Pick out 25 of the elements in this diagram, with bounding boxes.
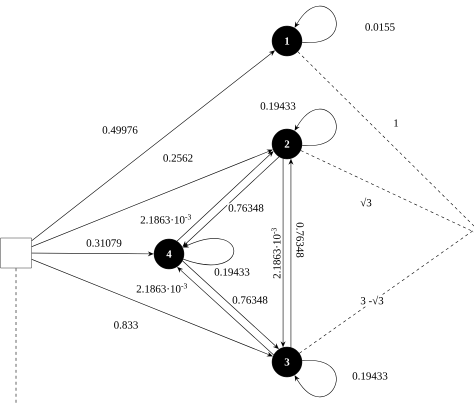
edge-label: 3 -√3 [359, 294, 385, 306]
edge-label: 0.31079 [85, 238, 123, 248]
loop-arrow [182, 238, 234, 266]
edge-label: 2.1863·10$^{-3}$ [135, 282, 189, 294]
source-box [0, 238, 32, 268]
loop-arrow [294, 108, 337, 146]
edge-label: 0.76348 [295, 221, 305, 259]
edge-label: 0.19433 [213, 267, 251, 277]
edge-label: 0.19433 [259, 101, 297, 111]
loop-arrow [294, 6, 337, 43]
dashed-line [299, 230, 474, 354]
edge-label: 0.49976 [101, 125, 139, 135]
loop-arrow [294, 360, 337, 398]
edge-label: 0.19433 [351, 371, 389, 381]
edge-label: 0.76348 [227, 203, 265, 213]
edge-label: 1 [392, 118, 400, 128]
edge-label: 0.833 [112, 320, 140, 330]
edge-label: 0.2562 [162, 153, 194, 163]
edge-label: 0.76348 [231, 295, 269, 305]
edge-label: 0.0155 [364, 22, 396, 32]
dashed-line [300, 150, 474, 232]
edge-label: 2.1863·10$^{-3}$ [139, 213, 193, 225]
edge-label: 2.1863·10$^{-3}$ [270, 226, 282, 280]
dashed-line [298, 51, 474, 226]
edge-label: √3 [359, 196, 373, 208]
